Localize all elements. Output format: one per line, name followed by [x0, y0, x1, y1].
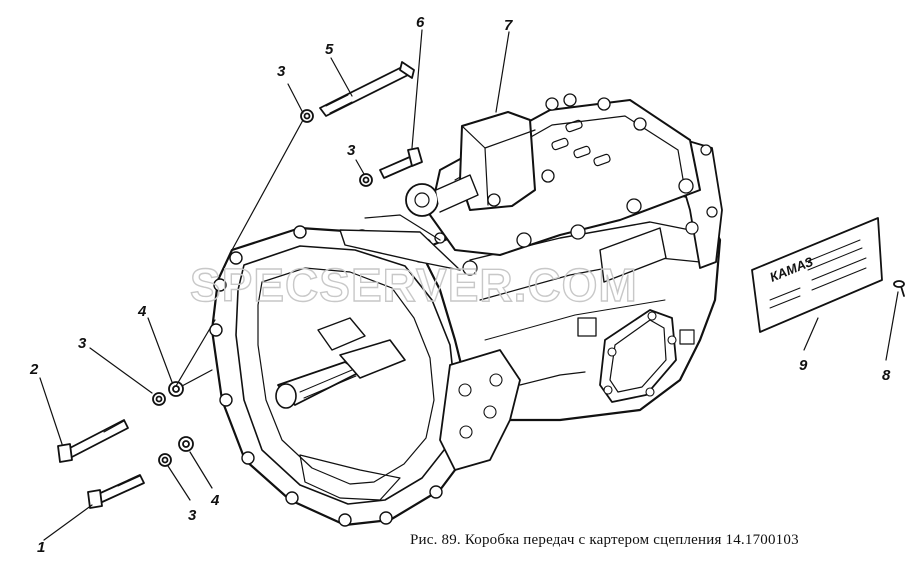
callout-6: 6 — [416, 14, 425, 31]
callout-8: 8 — [882, 367, 891, 384]
leader-lines — [39, 29, 899, 541]
fasteners — [57, 61, 905, 509]
callout-3-top: 3 — [277, 63, 286, 80]
callout-4-left: 4 — [137, 303, 147, 320]
top-cover — [339, 93, 701, 276]
callout-1: 1 — [37, 539, 45, 556]
callout-9: 9 — [799, 357, 808, 374]
watermark-text: SPECSERVER.COM — [190, 259, 638, 311]
callout-2: 2 — [29, 361, 39, 378]
callout-5: 5 — [325, 41, 334, 58]
callout-3-left: 3 — [78, 335, 87, 352]
nameplate — [751, 217, 883, 333]
figure-caption: Рис. 89. Коробка передач с картером сцеп… — [410, 532, 799, 548]
callout-4-bottom: 4 — [210, 492, 220, 509]
callout-7: 7 — [504, 17, 513, 34]
callout-3-bottom: 3 — [188, 507, 197, 524]
callout-3-middle: 3 — [347, 142, 356, 159]
